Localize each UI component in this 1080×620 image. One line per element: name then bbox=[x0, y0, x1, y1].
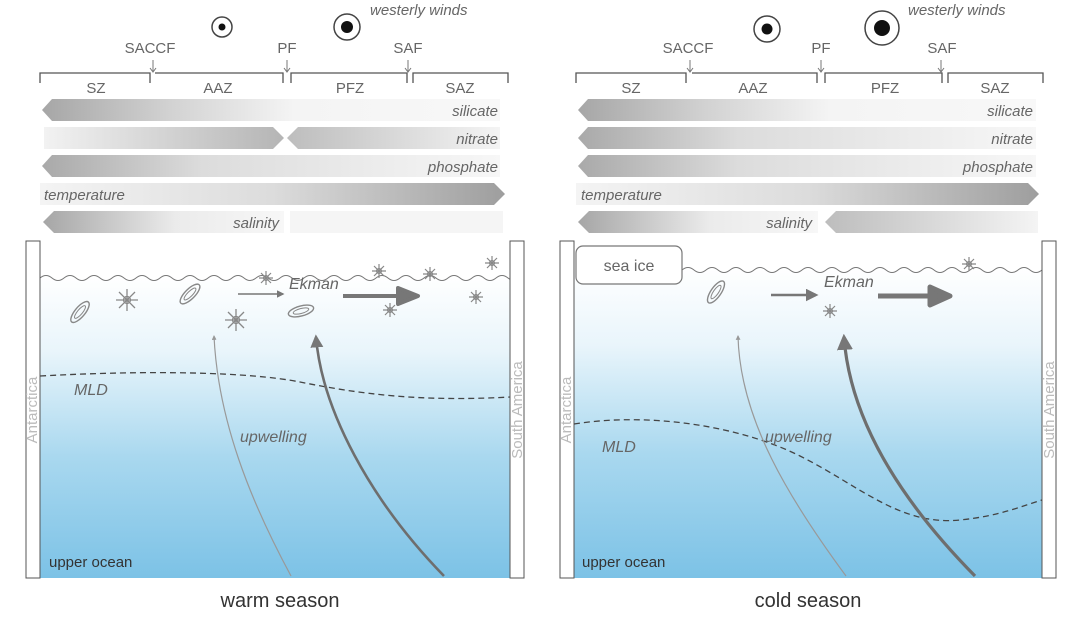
zone-pfz: PFZ bbox=[336, 80, 364, 97]
westerly-winds-label: westerly winds bbox=[370, 2, 468, 19]
salinity-label: salinity bbox=[233, 215, 280, 232]
antarctica-wall bbox=[25, 240, 41, 579]
zone-brackets bbox=[575, 72, 1044, 83]
wind-symbol-small bbox=[753, 15, 781, 43]
upwelling-arrow-thick bbox=[310, 334, 445, 577]
caption-cold-season: cold season bbox=[755, 590, 862, 612]
mld-label: MLD bbox=[602, 439, 636, 456]
upwelling-arrow-thin bbox=[735, 335, 847, 577]
wind-symbol-small bbox=[211, 16, 233, 38]
zone-sz: SZ bbox=[86, 80, 105, 97]
ekman-arrow-large bbox=[878, 284, 953, 308]
nitrate-bar bbox=[578, 127, 1036, 149]
front-saf-label: SAF bbox=[393, 40, 422, 57]
sea-ice-box bbox=[575, 245, 683, 285]
zone-aaz: AAZ bbox=[738, 80, 767, 97]
upwelling-label: upwelling bbox=[765, 429, 832, 446]
upwelling-arrow-thin bbox=[211, 335, 292, 577]
upwelling-label: upwelling bbox=[240, 429, 307, 446]
silicate-label: silicate bbox=[987, 103, 1033, 120]
panel-cold-season: westerly winds SACCF PF SAF SZ AAZ PFZ S… bbox=[558, 2, 1058, 612]
nitrate-bar-north bbox=[287, 127, 500, 149]
front-arrows bbox=[149, 60, 412, 73]
phosphate-label: phosphate bbox=[427, 159, 498, 176]
south-america-wall bbox=[1041, 240, 1057, 579]
phosphate-bar bbox=[42, 155, 500, 177]
temperature-label: temperature bbox=[581, 187, 662, 204]
nitrate-label: nitrate bbox=[991, 131, 1033, 148]
zone-aaz: AAZ bbox=[203, 80, 232, 97]
nitrate-label: nitrate bbox=[456, 131, 498, 148]
zone-pfz: PFZ bbox=[871, 80, 899, 97]
mld-line bbox=[573, 419, 1043, 522]
ekman-arrow-large bbox=[343, 286, 420, 306]
temperature-bar bbox=[576, 183, 1039, 205]
zone-saz: SAZ bbox=[445, 80, 474, 97]
mld-line bbox=[39, 371, 511, 400]
phosphate-label: phosphate bbox=[962, 159, 1033, 176]
upper-ocean-label: upper ocean bbox=[49, 554, 132, 571]
ekman-label: Ekman bbox=[824, 274, 874, 291]
westerly-winds-label: westerly winds bbox=[908, 2, 1006, 19]
front-saccf-label: SACCF bbox=[663, 40, 714, 57]
panel-warm-season: westerly winds SACCF PF SAF SZ AAZ PFZ S… bbox=[24, 2, 526, 612]
antarctica-label: Antarctica bbox=[558, 376, 575, 443]
silicate-bar bbox=[578, 99, 1036, 121]
salinity-label: salinity bbox=[766, 215, 813, 232]
temperature-label: temperature bbox=[44, 187, 125, 204]
south-america-label: South America bbox=[1041, 361, 1058, 459]
sea-ice-label: sea ice bbox=[604, 258, 655, 275]
salinity-bar-north bbox=[290, 211, 503, 233]
mld-label: MLD bbox=[74, 382, 108, 399]
temperature-bar bbox=[40, 183, 505, 205]
zone-sz: SZ bbox=[621, 80, 640, 97]
south-america-wall bbox=[509, 240, 525, 579]
antarctica-wall bbox=[559, 240, 575, 579]
south-america-label: South America bbox=[509, 361, 526, 459]
salinity-bar-south bbox=[43, 211, 284, 233]
zone-saz: SAZ bbox=[980, 80, 1009, 97]
nitrate-bar-south bbox=[44, 127, 284, 149]
upwelling-arrow-thick bbox=[836, 333, 977, 578]
silicate-label: silicate bbox=[452, 103, 498, 120]
upper-ocean-label: upper ocean bbox=[582, 554, 665, 571]
wind-symbol-large bbox=[333, 13, 361, 41]
wind-symbol-large bbox=[864, 10, 900, 46]
phosphate-bar bbox=[578, 155, 1036, 177]
zone-brackets bbox=[39, 72, 509, 83]
silicate-bar bbox=[42, 99, 500, 121]
front-pf-label: PF bbox=[277, 40, 296, 57]
caption-warm-season: warm season bbox=[220, 590, 340, 612]
front-saf-label: SAF bbox=[927, 40, 956, 57]
ocean-section bbox=[574, 267, 1043, 578]
ekman-label: Ekman bbox=[289, 276, 339, 293]
ocean-section bbox=[39, 275, 521, 578]
front-pf-label: PF bbox=[811, 40, 830, 57]
salinity-bar-north bbox=[825, 211, 1038, 233]
antarctica-label: Antarctica bbox=[24, 376, 41, 443]
salinity-bar-south bbox=[578, 211, 818, 233]
front-saccf-label: SACCF bbox=[125, 40, 176, 57]
front-arrows bbox=[686, 60, 945, 73]
